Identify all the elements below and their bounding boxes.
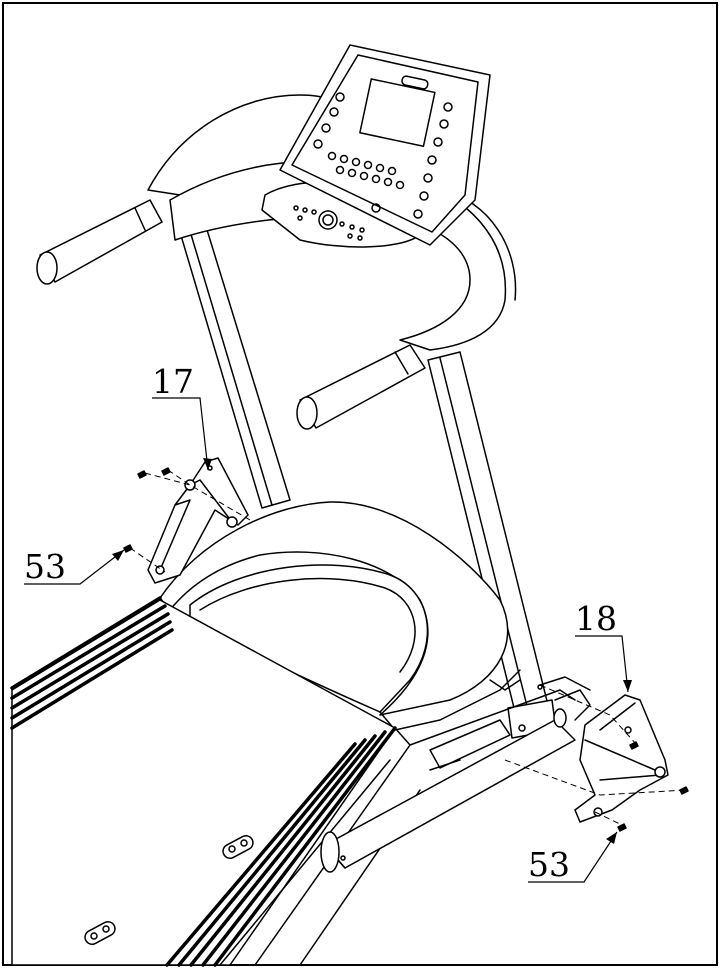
brand-badge: [401, 75, 429, 90]
console-buttons: [313, 92, 453, 219]
callout-part-17: 17: [152, 362, 212, 471]
callout-screw-left: 53: [24, 547, 125, 586]
callout-label-17: 17: [152, 362, 194, 401]
motor-hood: [159, 501, 509, 716]
alignment-lines: [129, 469, 687, 827]
callout-part-18: 18: [575, 599, 632, 693]
base-frame-tube: [320, 676, 591, 873]
callout-label-18: 18: [575, 599, 617, 638]
callout-label-53-right: 53: [528, 845, 570, 884]
end-cap-right-part-18: [574, 694, 669, 823]
side-rail-detail: [429, 679, 521, 771]
left-hand-grip: [36, 199, 163, 285]
console-housing: [261, 44, 491, 248]
console-lower-keypad: [293, 205, 365, 241]
upright-post-left: [173, 206, 291, 509]
right-hand-grip: [296, 344, 426, 430]
callout-label-53-left: 53: [24, 547, 66, 586]
deck-slots: [84, 835, 254, 945]
end-cap-left-part-17: [147, 457, 249, 584]
callout-screw-right: 53: [528, 831, 618, 884]
console-display-screen: [359, 78, 436, 147]
belt-side-rails: [10, 596, 397, 967]
